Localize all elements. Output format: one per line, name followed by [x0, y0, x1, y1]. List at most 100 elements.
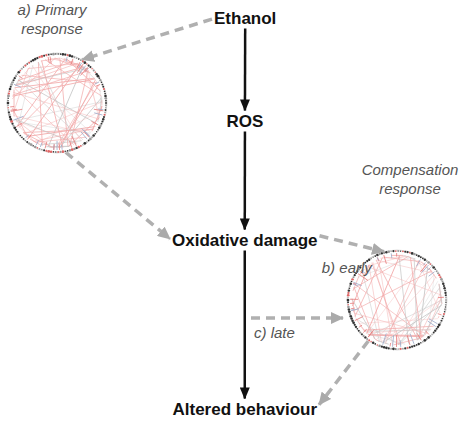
- network-dot: [13, 125, 15, 127]
- network-dot: [378, 345, 380, 347]
- network-dot: [445, 299, 447, 301]
- edge-label: b) early: [322, 258, 372, 277]
- network-dot: [436, 328, 438, 330]
- network-dot: [89, 138, 92, 141]
- network-link: [61, 58, 91, 73]
- network-dot: [73, 148, 75, 150]
- network-dot: [420, 256, 422, 258]
- network-tick: [70, 141, 72, 148]
- network-dot: [366, 338, 368, 340]
- network-dot: [99, 79, 101, 81]
- network-dot: [390, 251, 392, 253]
- network-dot: [372, 256, 374, 258]
- network-dot: [361, 333, 363, 335]
- network-dot: [445, 302, 447, 304]
- network-dot: [36, 57, 38, 59]
- network-link: [353, 271, 431, 311]
- network-dot: [442, 283, 444, 285]
- network-link: [385, 261, 418, 344]
- group-heading: Compensation response: [350, 160, 470, 198]
- network-dot: [436, 270, 438, 272]
- network-link: [45, 60, 101, 96]
- network-dot: [52, 53, 55, 56]
- network-link: [369, 335, 423, 337]
- network-dot: [426, 260, 428, 262]
- network-dot: [76, 57, 78, 59]
- network-dot: [445, 306, 446, 307]
- network-tick: [94, 109, 104, 111]
- network-dot: [64, 151, 66, 153]
- network-dot: [402, 348, 404, 350]
- network-dot: [379, 253, 381, 255]
- network-dot: [83, 142, 86, 145]
- network-dot: [67, 150, 69, 152]
- group-heading: a) Primary response: [2, 0, 102, 38]
- network-dot: [39, 56, 41, 58]
- network-tick: [96, 84, 100, 86]
- network-link: [417, 339, 419, 341]
- network-link: [354, 313, 427, 333]
- network-tick: [438, 297, 444, 298]
- network-dot: [348, 289, 350, 291]
- network-dot: [363, 335, 365, 337]
- network-dot: [82, 60, 84, 62]
- network-tick: [377, 257, 378, 260]
- network-dot: [437, 272, 439, 274]
- network-dot: [88, 140, 90, 142]
- network-tick: [53, 144, 54, 150]
- network-graphic: [7, 53, 107, 153]
- network-dot: [409, 346, 411, 348]
- network-link: [15, 78, 95, 88]
- network-dot: [429, 263, 431, 265]
- network-dot: [41, 55, 44, 58]
- network-tick: [396, 335, 397, 347]
- network-tick: [391, 253, 393, 258]
- network-dot: [102, 84, 104, 86]
- network-dot: [432, 266, 435, 269]
- pathway-arrow: [244, 29, 247, 111]
- network-tick: [14, 84, 21, 87]
- network-dot: [89, 66, 91, 68]
- network-tick: [16, 123, 22, 126]
- network-link: [13, 79, 95, 96]
- network-dot: [18, 133, 20, 135]
- network-dot: [14, 77, 16, 79]
- network-tick: [422, 265, 429, 272]
- network-dot: [43, 55, 45, 57]
- network-dot: [86, 141, 88, 143]
- network-dot: [418, 255, 420, 257]
- network-dot: [97, 75, 100, 78]
- network-dot: [13, 79, 15, 81]
- network-dot: [83, 61, 86, 64]
- network-tick: [26, 134, 29, 138]
- network-dot: [426, 338, 427, 339]
- network-tick: [368, 329, 374, 337]
- network-dot: [9, 90, 11, 92]
- stage-name: ROS: [227, 111, 264, 132]
- network-tick: [71, 59, 73, 65]
- network-dot: [443, 285, 445, 287]
- network-tick: [10, 106, 14, 107]
- network-link: [414, 258, 417, 340]
- network-dot: [427, 261, 430, 264]
- network-dot: [431, 333, 433, 335]
- network-tick: [19, 76, 23, 79]
- network-dot: [418, 343, 420, 345]
- network-dot: [34, 146, 37, 149]
- network-link: [42, 61, 63, 148]
- network-dot: [7, 100, 8, 101]
- network-dot: [8, 114, 10, 116]
- network-dot: [71, 55, 73, 57]
- network-tick: [350, 303, 354, 304]
- network-dot: [7, 98, 8, 99]
- stage-label: Ethanol: [212, 8, 278, 29]
- network-dot: [445, 294, 447, 296]
- network-dot: [92, 134, 95, 137]
- network-dot: [411, 252, 414, 255]
- network-dot: [105, 104, 107, 106]
- network-dot: [347, 297, 348, 298]
- network-dot: [443, 313, 445, 315]
- network-dot: [11, 81, 13, 83]
- network-link: [18, 65, 33, 126]
- network-dot: [105, 102, 107, 104]
